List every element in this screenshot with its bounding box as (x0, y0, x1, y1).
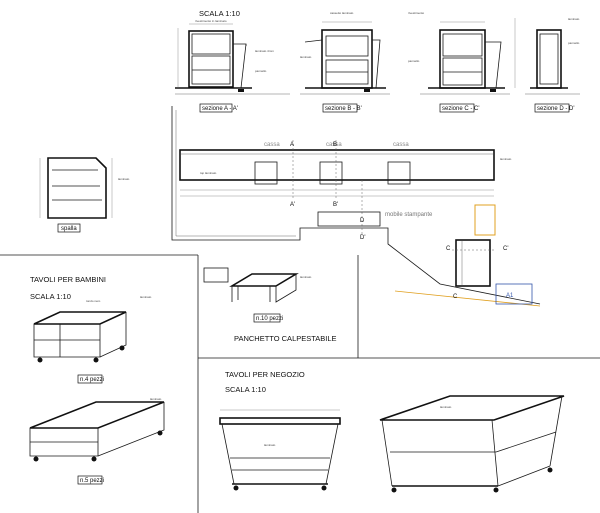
spalla-tag-box (57, 223, 81, 233)
svg-text:pannello: pannello (255, 69, 267, 73)
negozio-title: TAVOLI PER NEGOZIO (225, 370, 305, 379)
svg-text:laminato: laminato (140, 295, 152, 299)
plan-letter-a-prime: A' (290, 202, 295, 208)
spalla-drawing: laminato (39, 157, 130, 219)
spalla-tag: spalla (61, 226, 77, 232)
bambini-table-2: laminato (29, 397, 165, 462)
panchetto-tag: n.10 pezzi (256, 316, 283, 322)
plan-letter-b: B (333, 142, 337, 148)
svg-text:laminato: laminato (568, 17, 580, 21)
svg-text:tondo nero: tondo nero (86, 299, 101, 303)
section-c-tag-box (439, 103, 475, 113)
bambini-tag1-box (77, 374, 103, 384)
svg-text:rivestimento in laminato: rivestimento in laminato (195, 19, 227, 23)
plan-label-cassa-2: cassa (326, 142, 342, 148)
svg-text:pannello: pannello (408, 59, 420, 63)
plan-letter-a: A (290, 142, 294, 148)
top-scale-label: SCALA 1:10 (199, 9, 240, 18)
panchetto-drawing: laminato (203, 267, 312, 303)
svg-text:cassetto laminato: cassetto laminato (330, 11, 354, 15)
section-b-tag: sezione B - B' (325, 106, 362, 112)
svg-text:rivestimento: rivestimento (408, 11, 425, 15)
plan-letter-c: C (446, 246, 451, 252)
bambini-title: TAVOLI PER BAMBINI (30, 275, 106, 284)
section-b-tag-box (322, 103, 358, 113)
floor-plan: top laminato laminato (171, 106, 541, 307)
section-d-drawing: laminato pannello (514, 17, 580, 89)
plan-label-cassa-3: cassa (393, 142, 409, 148)
section-a-drawing: rivestimento in laminato laminato 4mm pa… (175, 19, 274, 92)
bambini-scale: SCALA 1:10 (30, 292, 71, 301)
plan-a1-label: A1 (506, 293, 514, 299)
section-d-tag-box (534, 103, 570, 113)
negozio-table-perspective: laminato (379, 395, 565, 493)
section-a-tag: sezione A - A' (202, 106, 238, 112)
plan-letter-d: D (360, 218, 365, 224)
plan-letter-b-prime: B' (333, 202, 338, 208)
negozio-table-front: laminato (219, 409, 341, 491)
section-b-drawing: cassetto laminato laminato (300, 11, 386, 92)
plan-letter-d-prime: D' (360, 235, 365, 241)
plan-mobile-stampante-label: mobile stampante (385, 212, 433, 218)
panchetto-tag-box (253, 313, 281, 323)
bambini-tag2-box (77, 475, 103, 485)
plan-letter-c-prime: C' (503, 246, 508, 252)
svg-text:laminato: laminato (440, 405, 452, 409)
svg-text:laminato: laminato (150, 397, 162, 401)
svg-text:laminato: laminato (300, 275, 312, 279)
svg-text:top laminato: top laminato (200, 171, 217, 175)
svg-text:laminato: laminato (300, 55, 312, 59)
negozio-scale: SCALA 1:10 (225, 385, 266, 394)
section-c-drawing: rivestimento pannello (408, 11, 505, 92)
plan-label-cassa-1: cassa (264, 142, 280, 148)
bambini-table-1: tondo nero laminato (33, 295, 152, 363)
section-c-tag: sezione C - C' (442, 106, 480, 112)
svg-text:laminato: laminato (500, 157, 512, 161)
panchetto-title: PANCHETTO CALPESTABILE (234, 334, 337, 343)
svg-text:pannello: pannello (568, 41, 580, 45)
section-d-tag: sezione D - D' (537, 106, 575, 112)
svg-text:laminato: laminato (118, 177, 130, 181)
bambini-tag1: n.4 pezzi (80, 377, 104, 383)
svg-text:laminato: laminato (264, 443, 276, 447)
section-a-tag-box (199, 103, 233, 113)
plan-c-tag: C (453, 294, 458, 300)
bambini-tag2: n.5 pezzi (80, 478, 104, 484)
svg-text:laminato 4mm: laminato 4mm (255, 49, 274, 53)
